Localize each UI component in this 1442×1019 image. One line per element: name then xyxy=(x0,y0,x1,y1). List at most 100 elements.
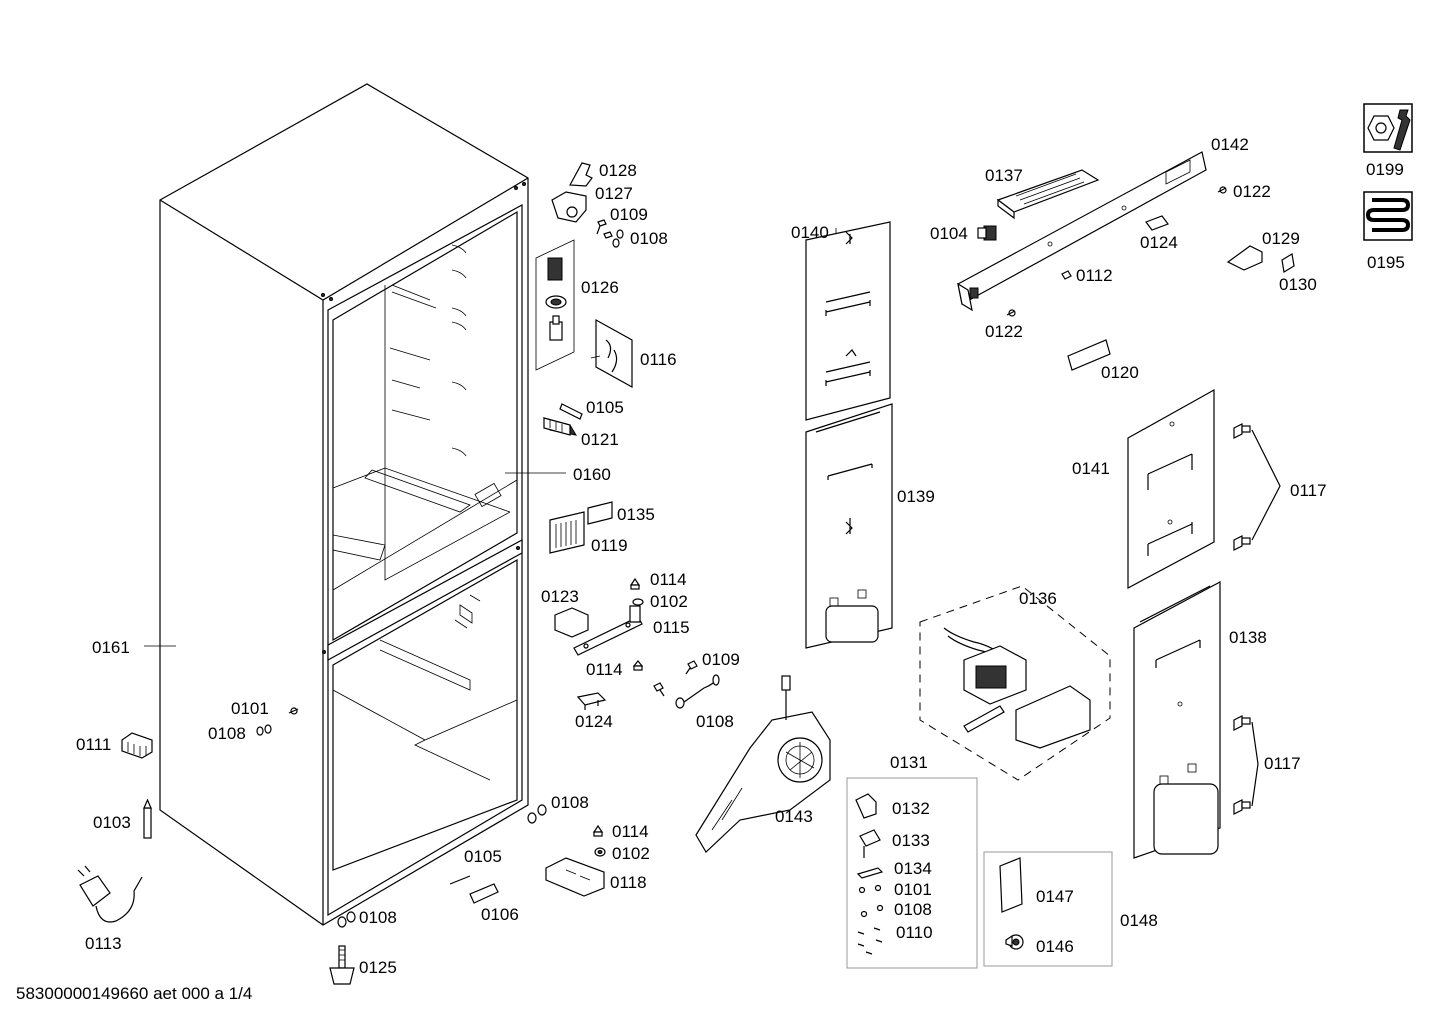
label-0106: 0106 xyxy=(481,905,519,924)
label-0110: 0110 xyxy=(896,923,933,942)
label-0108: 0108 xyxy=(208,724,246,743)
label-0113: 0113 xyxy=(85,934,122,953)
label-0101: 0101 xyxy=(231,699,269,718)
label-0128: 0128 xyxy=(599,161,637,180)
label-0101: 0101 xyxy=(894,880,932,899)
label-0146: 0146 xyxy=(1036,937,1074,956)
label-0130: 0130 xyxy=(1279,275,1317,294)
hinge-cover-0127-icon xyxy=(551,191,587,223)
label-0195: 0195 xyxy=(1367,253,1405,272)
clip-0124-icon xyxy=(576,692,607,710)
label-0160: 0160 xyxy=(573,465,611,484)
power-cord-0113-icon xyxy=(77,865,143,923)
label-0109: 0109 xyxy=(702,650,740,669)
label-0135: 0135 xyxy=(617,505,655,524)
label-0147: 0147 xyxy=(1036,887,1074,906)
label-0148: 0148 xyxy=(1120,911,1158,930)
pad-0135-icon xyxy=(587,501,613,525)
label-0121: 0121 xyxy=(581,430,619,449)
label-0104: 0104 xyxy=(930,224,968,243)
kit-0131-parts xyxy=(855,793,884,955)
label-0143: 0143 xyxy=(775,807,813,826)
screw-0122-icon xyxy=(1217,186,1227,194)
cover-0106-icon xyxy=(469,883,499,904)
label-0123: 0123 xyxy=(541,587,579,606)
label-0116: 0116 xyxy=(640,350,677,369)
kit-box-0148 xyxy=(983,851,1113,967)
hinge-0128-icon xyxy=(569,162,593,187)
screws-0109-0108-icon xyxy=(596,219,624,248)
label-0137: 0137 xyxy=(985,166,1023,185)
label-0114: 0114 xyxy=(612,822,649,841)
clip-0124-top-icon xyxy=(1145,215,1169,231)
label-0141: 0141 xyxy=(1072,459,1110,478)
label-0161: 0161 xyxy=(92,638,130,657)
label-0140: 0140 xyxy=(791,223,829,242)
label-0114: 0114 xyxy=(586,660,623,679)
pad-0130-icon xyxy=(1281,253,1295,273)
screw-0122-lower-icon xyxy=(1006,309,1016,317)
label-0108: 0108 xyxy=(359,908,397,927)
cover-0120-icon xyxy=(1067,339,1111,371)
screw-0112-icon xyxy=(1061,270,1072,280)
label-0108: 0108 xyxy=(696,712,734,731)
label-0139: 0139 xyxy=(897,487,935,506)
screw-0114-mid-icon xyxy=(632,660,644,671)
label-0114: 0114 xyxy=(650,570,687,589)
rail-0115-icon xyxy=(573,605,643,656)
label-0115: 0115 xyxy=(653,618,690,637)
hinge-0118-icon xyxy=(545,824,606,897)
label-0102: 0102 xyxy=(650,592,688,611)
control-panel-0142-icon xyxy=(957,151,1207,312)
nut-and-wrench-icon xyxy=(1363,103,1413,153)
label-0142: 0142 xyxy=(1211,135,1249,154)
label-0136: 0136 xyxy=(1019,589,1057,608)
label-0122: 0122 xyxy=(985,322,1023,341)
part-labels: 0161 0101 0108 0111 0103 0113 0108 0125 … xyxy=(76,135,1405,977)
label-0124: 0124 xyxy=(575,712,613,731)
label-0132: 0132 xyxy=(892,799,930,818)
fan-duct-0143-icon xyxy=(695,675,831,853)
pins-0117-upper-icon xyxy=(1233,423,1281,551)
label-0125: 0125 xyxy=(359,958,397,977)
kit-0148-parts xyxy=(999,857,1024,950)
label-0129: 0129 xyxy=(1262,229,1300,248)
label-0117: 0117 xyxy=(1290,481,1327,500)
bracket-0123-icon xyxy=(554,607,589,638)
label-0118: 0118 xyxy=(610,873,647,892)
vent-0137-icon xyxy=(996,169,1100,220)
label-0124: 0124 xyxy=(1140,233,1178,252)
connector-0104-icon xyxy=(977,225,997,241)
panel-0138-icon xyxy=(1133,580,1221,859)
washer-0108-bottom-icon xyxy=(337,911,356,928)
label-0111: 0111 xyxy=(76,735,111,754)
washers-0108-lower-icon xyxy=(527,804,547,824)
bracket-0129-icon xyxy=(1226,245,1263,271)
label-0108: 0108 xyxy=(630,229,668,248)
label-0105: 0105 xyxy=(586,398,624,417)
leader-lines xyxy=(144,355,601,647)
washer-0108-mid-icon xyxy=(675,674,720,709)
label-0117: 0117 xyxy=(1264,754,1301,773)
label-0127: 0127 xyxy=(595,184,633,203)
terminal-block-0111-icon xyxy=(121,732,153,759)
screw-0114-icon xyxy=(629,577,641,590)
washer-0102-icon xyxy=(632,598,644,606)
label-0119: 0119 xyxy=(591,536,628,555)
label-0109: 0109 xyxy=(610,205,648,224)
refrigerator-cabinet xyxy=(159,83,529,926)
condenser-coil-icon xyxy=(1363,191,1413,241)
heater-kit-0136-icon xyxy=(919,585,1111,781)
label-0134: 0134 xyxy=(894,859,932,878)
panel-0141-icon xyxy=(1127,388,1215,590)
label-0108: 0108 xyxy=(894,900,932,919)
label-0138: 0138 xyxy=(1229,628,1267,647)
label-0103: 0103 xyxy=(93,813,131,832)
label-0105: 0105 xyxy=(464,847,502,866)
pins-0117-lower-icon xyxy=(1233,715,1259,815)
panel-0139-icon xyxy=(805,403,893,649)
screw-0101-icon xyxy=(288,707,299,715)
thermostat-kit-0126-icon xyxy=(535,239,575,371)
label-0122: 0122 xyxy=(1233,182,1271,201)
